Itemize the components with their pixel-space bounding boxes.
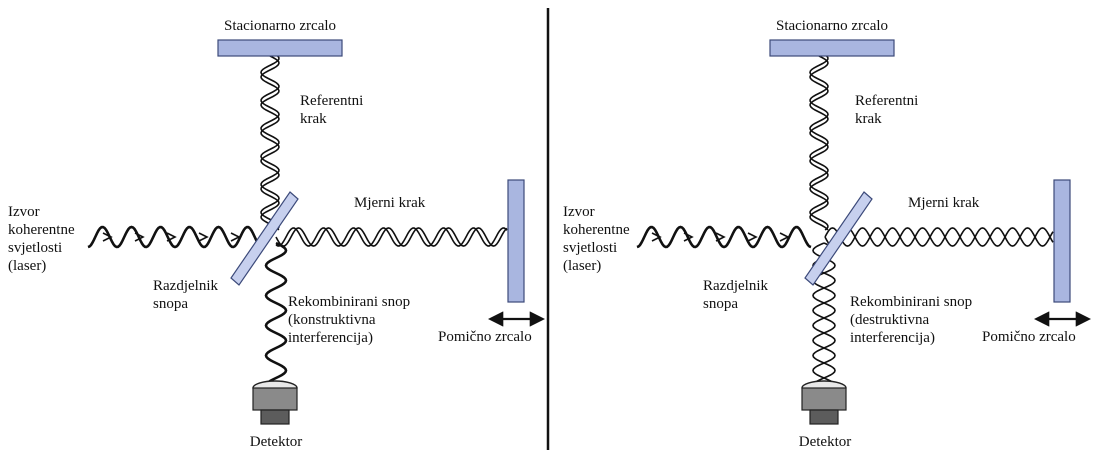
beam-splitter-icon [230,191,299,286]
measurement-wave-return [275,227,508,247]
measurement-arm-label: Mjerni krak [908,195,980,211]
wave-arrow [134,232,145,242]
measurement-arm-label: Mjerni krak [354,195,426,211]
wave-arrow [230,232,241,242]
stationary-mirror-label: Stacionarno zrcalo [224,18,336,34]
stationary-mirror-icon [769,39,895,57]
movable-mirror-icon [507,179,525,303]
wave-arrow [747,232,758,242]
stationary-mirror-icon [217,39,343,57]
detector-icon [801,380,847,425]
detector-base [809,409,839,425]
detector-body [801,387,847,411]
source-wave [636,225,812,249]
detector-icon [252,380,298,425]
wave-arrow [198,232,209,242]
stationary-mirror-label: Stacionarno zrcalo [776,18,888,34]
detector-body [252,387,298,411]
detector-base [260,409,290,425]
detector-label: Detektor [799,434,851,450]
recombined-wave-b [812,242,836,385]
recombined-wave [264,241,288,385]
movable-mirror-label: Pomično zrcalo [438,329,532,345]
reference-wave-return [260,55,280,231]
wave-arrow [166,232,177,242]
wave-arrow [683,232,694,242]
movable-mirror-label: Pomično zrcalo [982,329,1076,345]
wave-arrow [779,232,790,242]
detector-label: Detektor [250,434,302,450]
measurement-wave [275,227,508,247]
measurement-wave [824,227,1054,247]
source-wave [87,225,263,249]
wave-arrow [651,232,662,242]
beam-splitter-icon [804,191,873,286]
movable-mirror-icon [1053,179,1071,303]
wave-arrow [715,232,726,242]
wave-arrow [102,232,113,242]
measurement-wave-return [824,227,1054,247]
reference-wave-return [809,55,829,231]
